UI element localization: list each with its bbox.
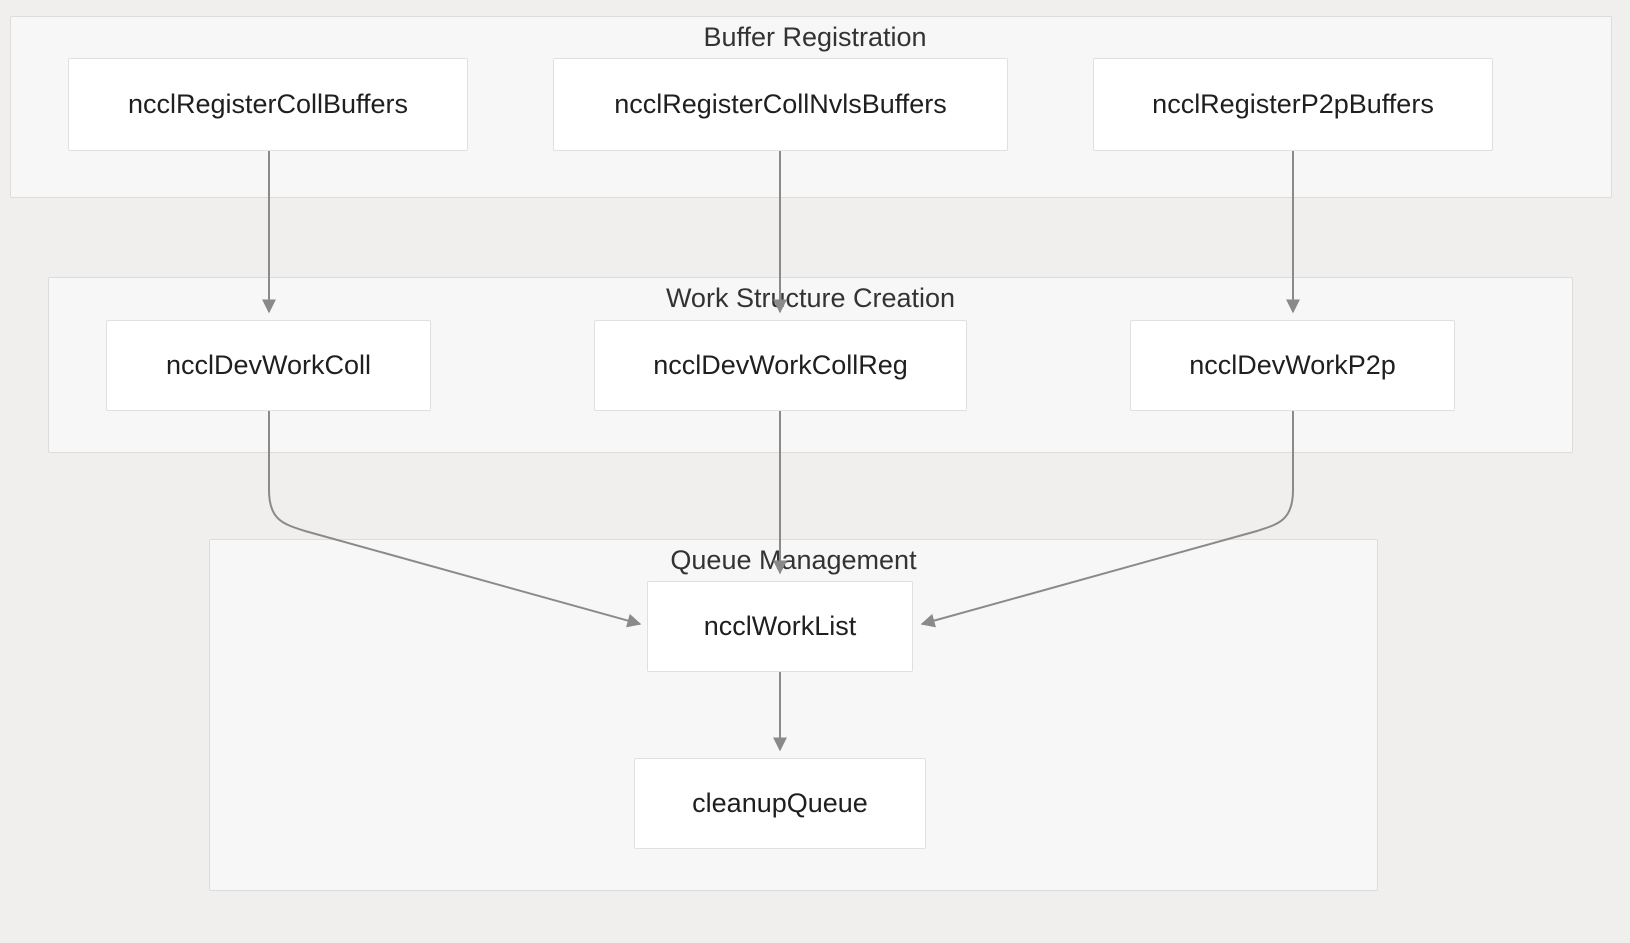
node-cleanup-queue[interactable]: cleanupQueue: [634, 758, 926, 849]
node-label: ncclRegisterCollNvlsBuffers: [614, 89, 947, 119]
node-label: ncclDevWorkP2p: [1189, 350, 1396, 380]
node-label: cleanupQueue: [692, 788, 868, 818]
node-label: ncclDevWorkCollReg: [653, 350, 908, 380]
node-nccl-register-coll-buffers[interactable]: ncclRegisterCollBuffers: [68, 58, 468, 151]
cluster-title-work-structure-creation: Work Structure Creation: [665, 283, 956, 313]
node-nccl-register-p2p-buffers[interactable]: ncclRegisterP2pBuffers: [1093, 58, 1493, 151]
node-label: ncclRegisterP2pBuffers: [1152, 89, 1434, 119]
node-nccl-register-coll-nvls-buffers[interactable]: ncclRegisterCollNvlsBuffers: [553, 58, 1008, 151]
node-label: ncclRegisterCollBuffers: [127, 89, 409, 119]
node-nccl-dev-work-coll-reg[interactable]: ncclDevWorkCollReg: [594, 320, 967, 411]
node-nccl-dev-work-p2p[interactable]: ncclDevWorkP2p: [1130, 320, 1455, 411]
node-label: ncclWorkList: [703, 611, 857, 641]
cluster-title-buffer-registration: Buffer Registration: [703, 22, 927, 52]
node-nccl-dev-work-coll[interactable]: ncclDevWorkColl: [106, 320, 431, 411]
node-nccl-work-list[interactable]: ncclWorkList: [647, 581, 913, 672]
node-label: ncclDevWorkColl: [165, 350, 372, 380]
cluster-title-queue-management: Queue Management: [670, 545, 917, 575]
